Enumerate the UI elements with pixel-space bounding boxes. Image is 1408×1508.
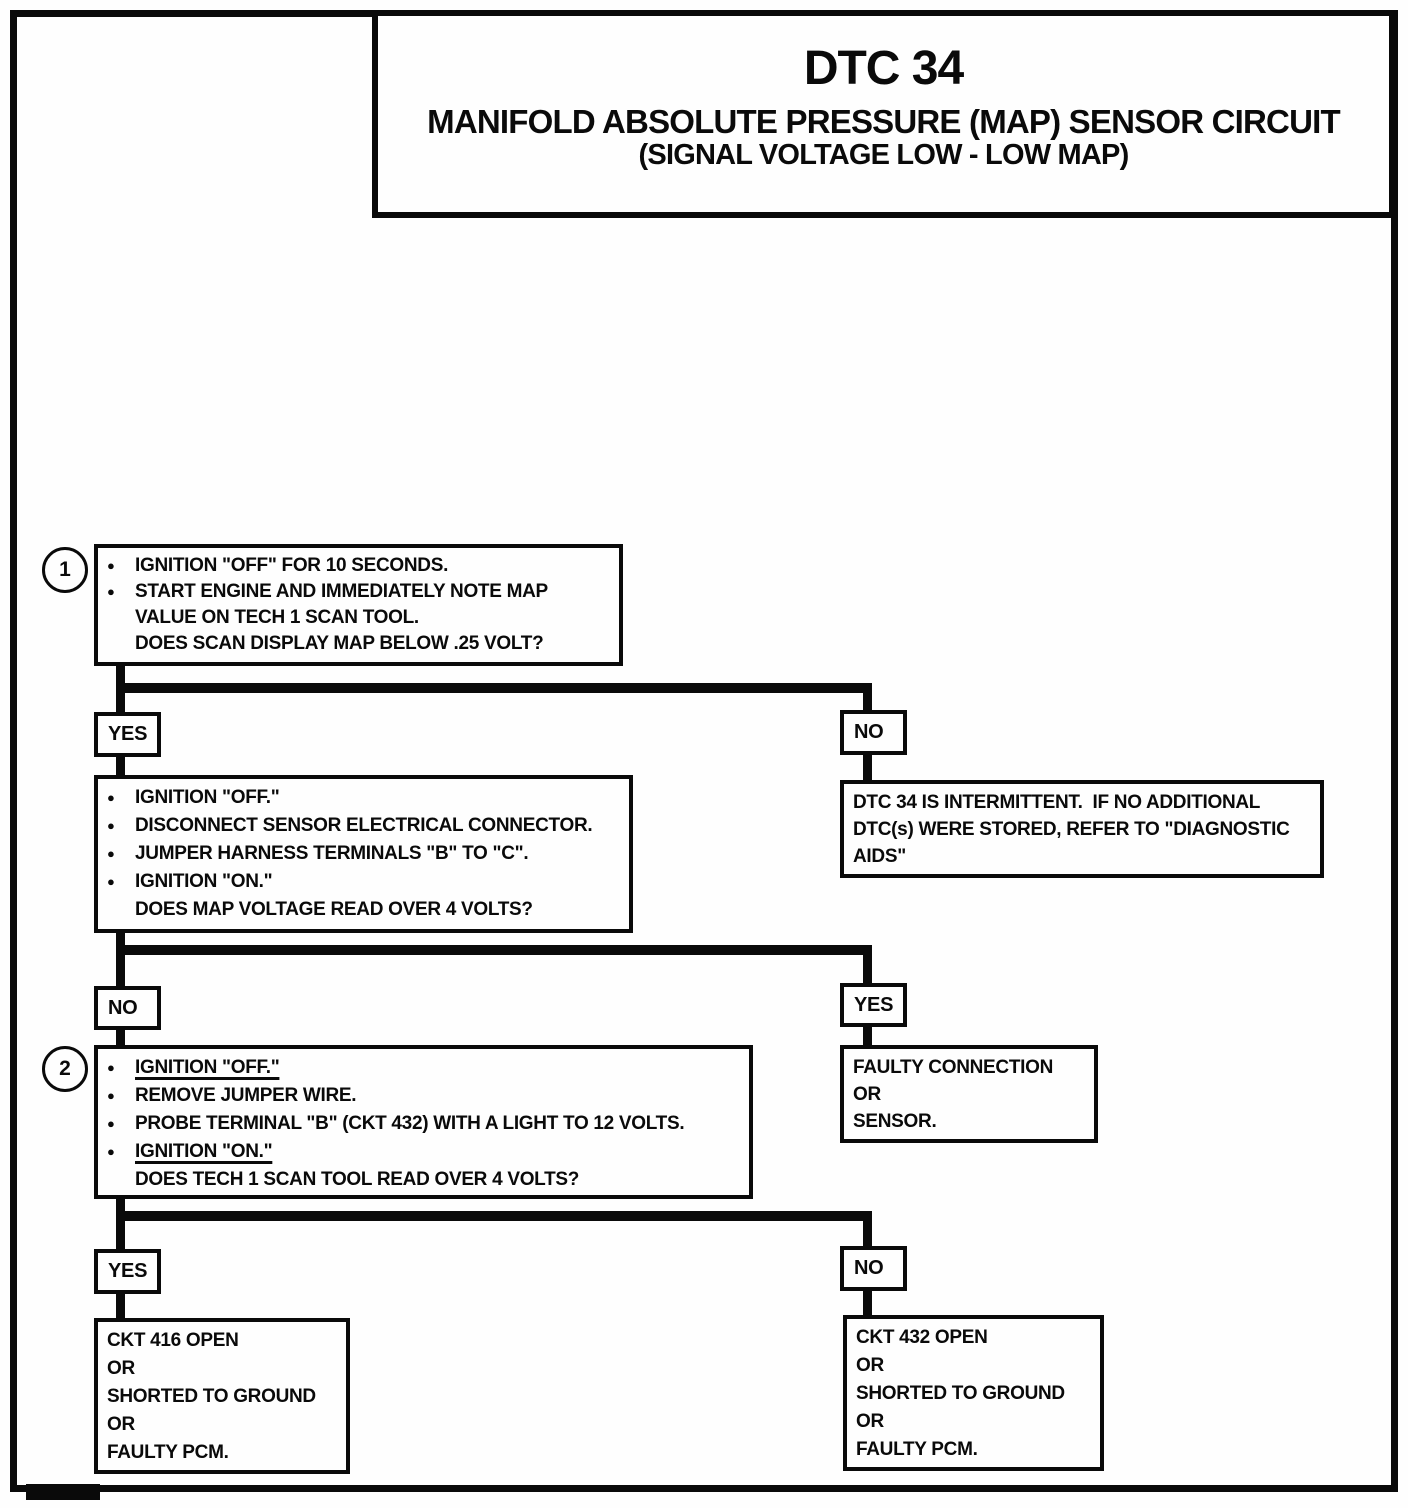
ckt416-line: SHORTED TO GROUND (107, 1386, 316, 1407)
connector-line (116, 755, 125, 777)
title-box: DTC 34 MANIFOLD ABSOLUTE PRESSURE (MAP) … (372, 10, 1395, 218)
check-jumper-question: DOES MAP VOLTAGE READ OVER 4 VOLTS? (135, 899, 533, 920)
connector-line (116, 1028, 125, 1047)
ckt416-line: CKT 416 OPEN (107, 1330, 239, 1351)
decision-2-yes: YES (840, 983, 907, 1027)
decision-1-yes: YES (94, 712, 161, 757)
ckt432-line: CKT 432 OPEN (856, 1327, 988, 1348)
step1-line: VALUE ON TECH 1 SCAN TOOL. (135, 607, 419, 628)
check-jumper-line: IGNITION "OFF." (135, 787, 280, 808)
ckt432-line: FAULTY PCM. (856, 1439, 978, 1460)
connector-line (863, 1211, 872, 1248)
bullet-icon: ● (107, 790, 115, 805)
faulty-connection-box: FAULTY CONNECTION OR SENSOR. (840, 1045, 1098, 1143)
ckt432-line: SHORTED TO GROUND (856, 1383, 1065, 1404)
scan-artifact (26, 1484, 100, 1500)
connector-line (863, 683, 872, 712)
connector-line (116, 945, 872, 955)
bullet-icon: ● (107, 584, 115, 599)
connector-line (116, 931, 125, 988)
bullet-icon: ● (107, 1116, 115, 1131)
step2-line: IGNITION "OFF." (135, 1057, 280, 1078)
intermittent-line: AIDS" (853, 846, 906, 867)
step1-line: IGNITION "OFF" FOR 10 SECONDS. (135, 555, 449, 576)
title-line-1: MANIFOLD ABSOLUTE PRESSURE (MAP) SENSOR … (427, 103, 1341, 141)
bullet-icon: ● (107, 1088, 115, 1103)
intermittent-box: DTC 34 IS INTERMITTENT. IF NO ADDITIONAL… (840, 780, 1324, 878)
ckt432-result-box: CKT 432 OPEN OR SHORTED TO GROUND OR FAU… (843, 1315, 1104, 1471)
connector-line (116, 1197, 125, 1251)
decision-2-no: NO (94, 986, 161, 1030)
ckt416-line: OR (107, 1414, 135, 1435)
connector-line (863, 753, 872, 782)
bullet-icon: ● (107, 818, 115, 833)
step1-box: ● IGNITION "OFF" FOR 10 SECONDS. ● START E… (94, 544, 623, 666)
connector-line (116, 1292, 125, 1320)
bullet-icon: ● (107, 558, 115, 573)
ckt432-line: OR (856, 1355, 884, 1376)
connector-line (863, 945, 872, 985)
step2-line: PROBE TERMINAL "B" (CKT 432) WITH A LIGH… (135, 1113, 685, 1134)
ckt416-line: OR (107, 1358, 135, 1379)
connector-line (116, 683, 872, 693)
intermittent-line: DTC 34 IS INTERMITTENT. IF NO ADDITIONAL (853, 792, 1261, 813)
ckt416-result-box: CKT 416 OPEN OR SHORTED TO GROUND OR FAU… (94, 1318, 350, 1474)
check-jumper-line: IGNITION "ON." (135, 871, 273, 892)
decision-1-no: NO (840, 710, 907, 755)
faulty-connection-line: SENSOR. (853, 1111, 937, 1132)
bullet-icon: ● (107, 1144, 115, 1159)
check-jumper-box: ● IGNITION "OFF." ● DISCONNECT SENSOR ELEC… (94, 775, 633, 933)
bullet-icon: ● (107, 846, 115, 861)
dtc-code: DTC 34 (803, 42, 964, 95)
step1-question: DOES SCAN DISPLAY MAP BELOW .25 VOLT? (135, 633, 544, 654)
step2-question: DOES TECH 1 SCAN TOOL READ OVER 4 VOLTS? (135, 1169, 580, 1190)
bullet-icon: ● (107, 1060, 115, 1075)
step-1-marker: 1 (42, 547, 88, 593)
check-jumper-line: DISCONNECT SENSOR ELECTRICAL CONNECTOR. (135, 815, 593, 836)
title-line-2: (SIGNAL VOLTAGE LOW - LOW MAP) (638, 139, 1130, 172)
step-2-marker: 2 (42, 1046, 88, 1092)
step2-line: REMOVE JUMPER WIRE. (135, 1085, 357, 1106)
connector-line (863, 1289, 872, 1317)
ckt432-line: OR (856, 1411, 884, 1432)
faulty-connection-line: FAULTY CONNECTION (853, 1057, 1054, 1078)
ckt416-line: FAULTY PCM. (107, 1442, 229, 1463)
step2-box: ● IGNITION "OFF." ● REMOVE JUMPER WIRE. ● P… (94, 1045, 753, 1199)
faulty-connection-line: OR (853, 1084, 881, 1105)
bullet-icon: ● (107, 874, 115, 889)
step2-line: IGNITION "ON." (135, 1141, 273, 1162)
decision-3-no: NO (840, 1246, 907, 1291)
connector-line (863, 1025, 872, 1047)
decision-3-yes: YES (94, 1249, 161, 1294)
page-border (10, 10, 1398, 1492)
intermittent-line: DTC(s) WERE STORED, REFER TO "DIAGNOSTIC (853, 819, 1290, 840)
connector-line (116, 1211, 872, 1221)
step1-line: START ENGINE AND IMMEDIATELY NOTE MAP (135, 581, 548, 602)
check-jumper-line: JUMPER HARNESS TERMINALS "B" TO "C". (135, 843, 529, 864)
